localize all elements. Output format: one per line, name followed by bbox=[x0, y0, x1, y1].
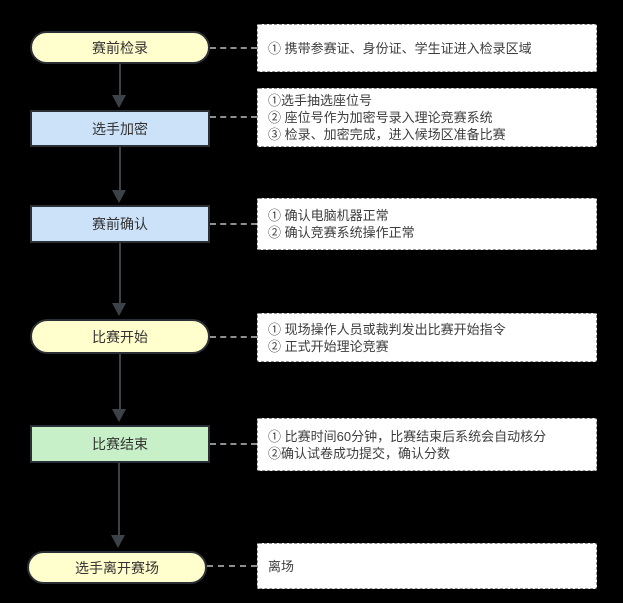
annotation-text: ①选手抽选座位号 ② 座位号作为加密号录入理论竞赛系统 ③ 检录、加密完成，进入… bbox=[268, 93, 506, 142]
flow-arrow-shaft bbox=[119, 64, 121, 95]
dashed-connector bbox=[210, 47, 257, 49]
dashed-connector bbox=[210, 336, 257, 338]
annotation-box-encryption: ①选手抽选座位号 ② 座位号作为加密号录入理论竞赛系统 ③ 检录、加密完成，进入… bbox=[257, 88, 597, 147]
flow-node-match-end: 比赛结束 bbox=[30, 425, 210, 463]
annotation-text: ① 现场操作人员或裁判发出比赛开始指令 ② 正式开始理论竞赛 bbox=[268, 321, 506, 354]
flow-arrow-shaft bbox=[119, 243, 121, 303]
arrow-head-icon bbox=[112, 190, 126, 203]
annotation-text: ① 确认电脑机器正常 ② 确认竞赛系统操作正常 bbox=[268, 208, 415, 240]
flow-node-label: 选手离开赛场 bbox=[75, 559, 159, 576]
annotation-box-pre-checkin: ① 携带参赛证、身份证、学生证进入检录区域 bbox=[257, 24, 597, 72]
annotation-box-pre-confirm: ① 确认电脑机器正常 ② 确认竞赛系统操作正常 bbox=[257, 198, 597, 250]
annotation-box-match-start: ① 现场操作人员或裁判发出比赛开始指令 ② 正式开始理论竞赛 bbox=[257, 313, 597, 362]
flow-node-label: 选手加密 bbox=[92, 120, 148, 137]
flow-node-label: 比赛结束 bbox=[92, 436, 148, 452]
flow-node-label: 赛前确认 bbox=[92, 216, 148, 232]
annotation-box-leave-venue: 离场 bbox=[257, 543, 597, 589]
flow-arrow-shaft bbox=[119, 147, 121, 190]
annotation-text: ① 携带参赛证、身份证、学生证进入检录区域 bbox=[268, 40, 532, 56]
flow-node-match-start: 比赛开始 bbox=[30, 319, 210, 354]
dashed-connector bbox=[210, 116, 257, 118]
flow-arrow-shaft bbox=[118, 463, 120, 535]
annotation-text: ① 比赛时间60分钟，比赛结束后系统会自动核分 ②确认试卷成功提交，确认分数 bbox=[268, 428, 547, 461]
flow-node-label: 比赛开始 bbox=[92, 328, 148, 345]
arrow-head-icon bbox=[112, 95, 126, 108]
flow-node-encryption: 选手加密 bbox=[30, 110, 210, 147]
arrow-head-icon bbox=[111, 535, 125, 548]
flow-node-leave-venue: 选手离开赛场 bbox=[27, 551, 207, 584]
flow-node-label: 赛前检录 bbox=[92, 39, 148, 56]
dashed-connector bbox=[207, 565, 257, 567]
flow-node-pre-checkin: 赛前检录 bbox=[30, 31, 210, 64]
arrow-head-icon bbox=[112, 303, 126, 316]
arrow-head-icon bbox=[112, 409, 126, 422]
flow-node-pre-confirm: 赛前确认 bbox=[30, 205, 210, 243]
flow-arrow-shaft bbox=[119, 354, 121, 409]
annotation-text: 离场 bbox=[268, 558, 295, 574]
dashed-connector bbox=[210, 443, 257, 445]
dashed-connector bbox=[210, 223, 257, 225]
annotation-box-match-end: ① 比赛时间60分钟，比赛结束后系统会自动核分 ②确认试卷成功提交，确认分数 bbox=[257, 418, 597, 471]
